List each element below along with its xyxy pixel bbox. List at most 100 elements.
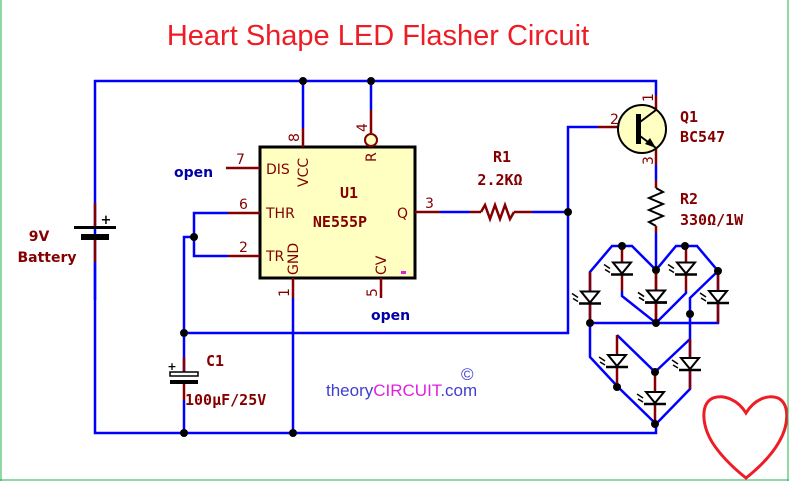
led-net-bottom-v	[588, 323, 692, 426]
battery-voltage-label: 9V	[29, 229, 50, 245]
c1-ref: C1	[206, 352, 224, 370]
led-6	[699, 271, 730, 323]
diagram-title: Heart Shape LED Flasher Circuit	[167, 20, 589, 52]
pin-thr-name: THR	[265, 206, 295, 222]
led-diode-icon	[674, 261, 698, 276]
battery-positive-plate	[74, 226, 116, 229]
led-emission-icon	[598, 356, 606, 362]
pin-tr-name: TR	[265, 249, 285, 265]
pin-vcc-name: VCC	[296, 158, 312, 187]
ic-555: 8 4 7 6 2 1 5 3 VCC R DIS THR TR GND CV …	[174, 110, 440, 324]
pin-dis-name: DIS	[266, 162, 290, 178]
battery-plus-sign: +	[101, 213, 112, 228]
reset-inverter-bubble	[364, 133, 378, 147]
pin7-open-note: open	[174, 165, 213, 181]
transistor-q1: 1 2 3 Q1 BC547	[598, 93, 725, 165]
led-diode-icon	[678, 357, 702, 371]
svg-text:theoryCIRCUIT.com: theoryCIRCUIT.com	[326, 381, 477, 400]
led-emission-icon	[571, 292, 579, 299]
resistor-r2: R2 330Ω/1W	[646, 180, 744, 233]
junction-dot	[686, 310, 694, 318]
r2-value: 330Ω/1W	[680, 211, 744, 229]
c1-plus-sign: +	[167, 360, 176, 373]
junction-dot	[652, 319, 660, 327]
led-emission-icon	[671, 359, 679, 365]
watermark: theoryCIRCUIT.com ©	[326, 365, 477, 400]
q1-body	[617, 104, 667, 154]
led-4	[637, 270, 668, 323]
junction-dot	[651, 420, 659, 428]
q1-pin3: 3	[641, 156, 657, 165]
bottom-rail-wire	[93, 262, 658, 435]
q1-pin2: 2	[610, 112, 619, 128]
junction-dot	[618, 242, 626, 250]
led-emission-icon	[667, 263, 675, 270]
junction-dot	[714, 267, 722, 275]
led-8	[671, 339, 702, 389]
junction-dot	[289, 429, 297, 437]
copyright-symbol: ©	[461, 365, 474, 384]
junction-dot	[613, 383, 621, 391]
pin-cv-name: CV	[374, 255, 390, 275]
c1-value: 100µF/25V	[185, 391, 266, 409]
led-diode-icon	[706, 290, 730, 304]
pin-2-number: 2	[239, 240, 248, 256]
led-2	[603, 246, 634, 291]
r1-value: 2.2KΩ	[477, 171, 522, 189]
junction-dot	[586, 319, 594, 327]
pin-5-number: 5	[365, 288, 381, 297]
led-diode-icon	[605, 354, 629, 368]
junction-dot	[651, 368, 659, 376]
pin5-open-note: open	[371, 308, 410, 324]
pin-4-number: 4	[355, 123, 371, 132]
led-emission-icon	[603, 263, 611, 270]
led-9	[636, 372, 667, 424]
ic-ref: U1	[340, 184, 358, 202]
pin-reset-name: R	[364, 152, 380, 162]
junction-dots	[180, 77, 572, 437]
top-rail-wire	[93, 79, 658, 300]
c1-positive-plate	[169, 371, 199, 377]
led-diode-icon	[610, 261, 634, 276]
junction-dot	[299, 77, 307, 85]
watermark-suffix: .com	[440, 381, 477, 400]
junction-dot	[367, 77, 375, 85]
watermark-accent: CIRCUIT	[373, 381, 442, 400]
pin-6-number: 6	[239, 197, 248, 213]
pin-q-name: Q	[397, 206, 408, 222]
led-junctions	[586, 242, 722, 428]
heart-icon	[702, 395, 789, 480]
junction-dot	[180, 429, 188, 437]
pin-gnd-name: GND	[286, 243, 302, 275]
junction-dot	[180, 329, 188, 337]
pin-1-number: 1	[277, 288, 293, 297]
led-heart-network	[571, 242, 730, 428]
emitter-arrow-icon	[645, 138, 656, 148]
led-emission-icon	[636, 393, 644, 399]
pin-7-number: 7	[236, 152, 245, 168]
led-emission-icon	[637, 291, 645, 298]
ic-part: NE555P	[313, 213, 367, 231]
led-diode-icon	[643, 391, 667, 405]
r1-ref: R1	[493, 148, 511, 166]
thr-tr-link-wire	[192, 211, 228, 258]
feedback-wire	[184, 125, 598, 335]
junction-dot	[190, 233, 198, 241]
q1-ref: Q1	[680, 108, 698, 126]
q1-pin1: 1	[641, 93, 657, 102]
junction-dot	[564, 208, 572, 216]
timing-node-wire	[182, 235, 194, 372]
ic-marker	[401, 271, 406, 274]
q1-part: BC547	[680, 128, 725, 146]
junction-dot	[681, 242, 689, 250]
led-1	[571, 272, 602, 323]
led-net-outer-top	[588, 244, 720, 325]
led-group	[571, 246, 730, 424]
led-7	[598, 335, 629, 387]
watermark-prefix: theory	[326, 381, 374, 400]
battery-negative-plate	[81, 234, 109, 240]
led-emission-icon	[699, 292, 707, 298]
pin-3-number: 3	[425, 196, 434, 212]
capacitor-c1: + C1 100µF/25V	[167, 352, 266, 409]
